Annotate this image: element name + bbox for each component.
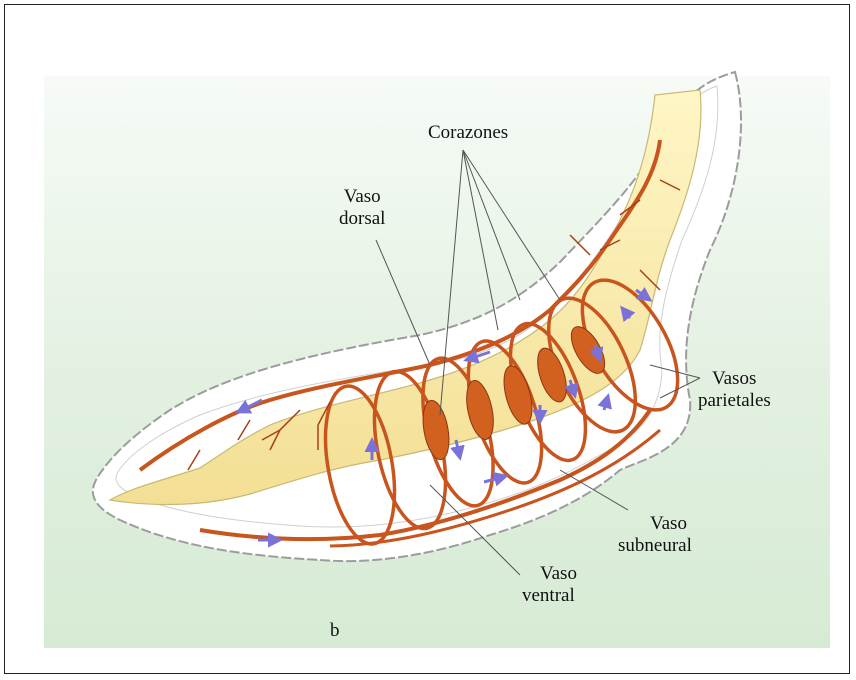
label-vaso-dorsal-line1: Vaso: [339, 186, 385, 208]
label-vaso-ventral-line2: ventral: [522, 585, 577, 607]
label-vasos-parietales-line1: Vasos: [698, 368, 771, 390]
label-vaso-ventral-line1: Vaso: [522, 563, 577, 585]
label-vaso-subneural: Vaso subneural: [618, 513, 692, 557]
label-vaso-subneural-line2: subneural: [618, 535, 692, 557]
label-vasos-parietales: Vasos parietales: [698, 368, 771, 412]
label-vaso-subneural-line1: Vaso: [618, 513, 692, 535]
panel-letter: b: [330, 620, 340, 642]
label-vasos-parietales-line2: parietales: [698, 390, 771, 412]
label-vaso-dorsal-line2: dorsal: [339, 208, 385, 230]
label-corazones: Corazones: [428, 122, 508, 144]
label-vaso-ventral: Vaso ventral: [522, 563, 577, 607]
label-vaso-dorsal: Vaso dorsal: [339, 186, 385, 230]
